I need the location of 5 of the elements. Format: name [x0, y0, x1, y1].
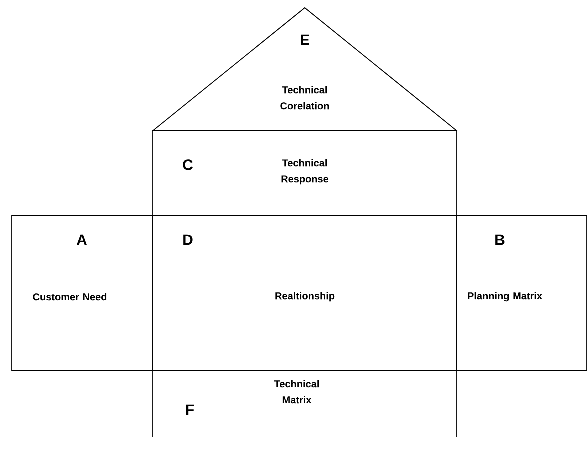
matrix-box: A Customer Need — [12, 216, 154, 372]
matrix-box: D Realtionship — [152, 216, 458, 372]
matrix-box: C Technical Response — [152, 130, 458, 216]
matrix-box: F Technical Matrix — [152, 370, 458, 438]
matrix-box: B Planning Matrix — [456, 216, 587, 372]
